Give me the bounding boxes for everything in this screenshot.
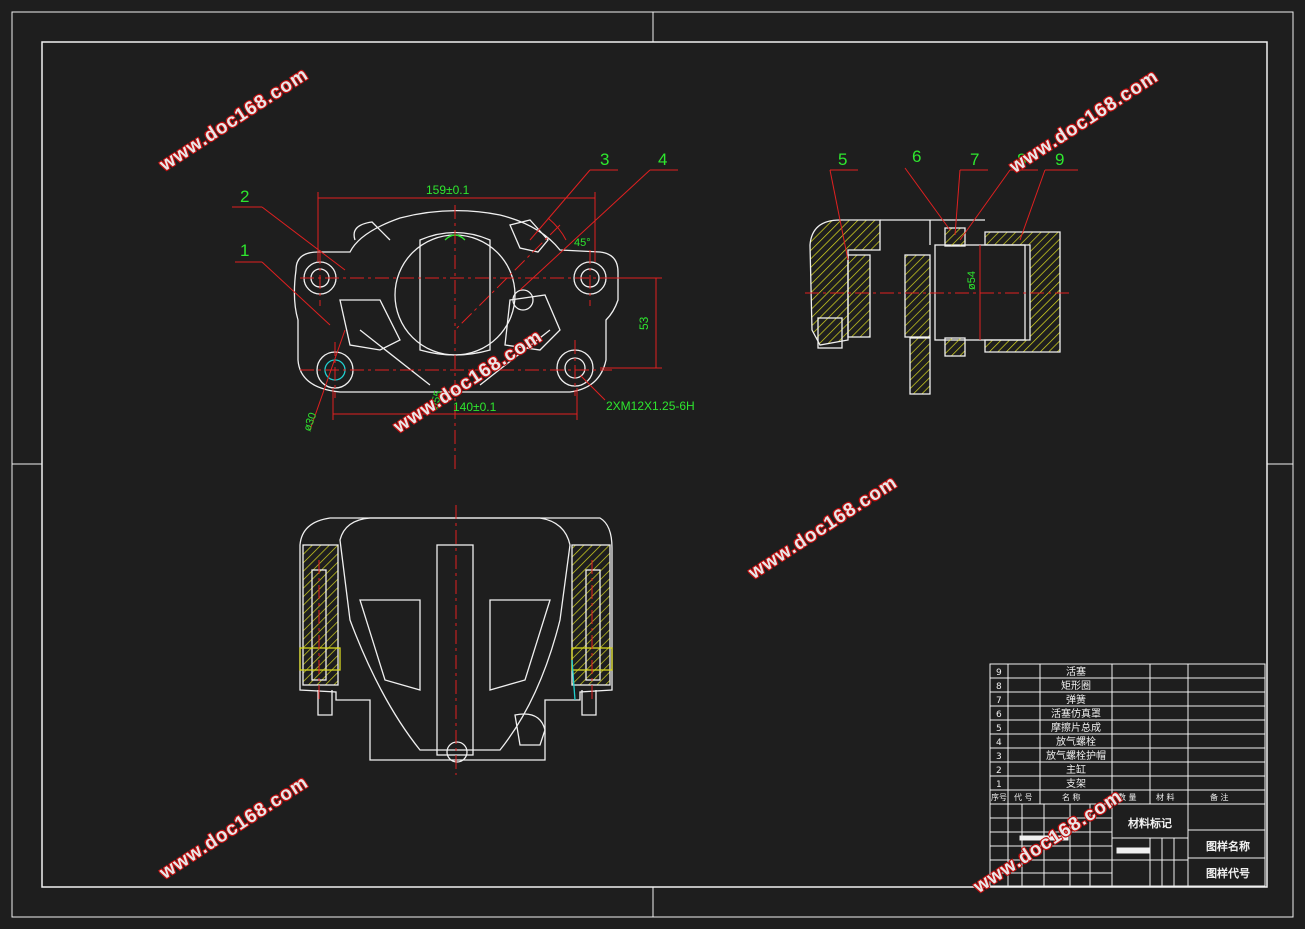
dim-140: 140±0.1 — [453, 400, 497, 414]
header-remark: 备 注 — [1210, 792, 1229, 802]
balloon-9: 9 — [1055, 150, 1064, 169]
part-name-9: 活塞 — [1066, 665, 1086, 678]
parts-list-header: 序号 代 号 名 称 数 量 材 料 备 注 — [991, 792, 1229, 802]
dim-30: ø30 — [302, 411, 320, 433]
part-name-7: 弹簧 — [1066, 693, 1086, 706]
dim-54: ø54 — [966, 271, 978, 290]
header-material: 材 料 — [1156, 792, 1175, 802]
part-name-4: 放气螺栓 — [1056, 735, 1096, 748]
part-no-1: 1 — [996, 780, 1002, 790]
drawing-code: 图样代号 — [1206, 866, 1250, 880]
balloon-3: 3 — [600, 150, 609, 169]
header-name: 名 称 — [1062, 792, 1081, 802]
front-centerlines — [300, 205, 620, 470]
section-leaders — [829, 167, 1078, 340]
part-name-1: 支架 — [1066, 778, 1086, 790]
front-dimension-lines — [232, 169, 678, 431]
dim-45: 45° — [574, 237, 591, 249]
balloon-2: 2 — [240, 187, 249, 206]
part-no-9: 9 — [996, 668, 1002, 678]
part-no-6: 6 — [996, 710, 1002, 720]
thread-spec: 2XM12X1.25-6H — [606, 399, 695, 413]
material-mark: 材料标记 — [1128, 816, 1172, 830]
header-qty: 数 量 — [1118, 792, 1137, 802]
part-name-6: 活塞仿真罩 — [1051, 707, 1101, 720]
dim-55: ø55 — [428, 389, 445, 410]
dim-53: 53 — [637, 316, 651, 330]
balloon-6: 6 — [912, 147, 921, 166]
part-no-7: 7 — [996, 696, 1002, 706]
part-no-2: 2 — [996, 766, 1002, 776]
part-no-3: 3 — [996, 752, 1002, 762]
part-name-5: 摩擦片总成 — [1051, 721, 1101, 734]
top-centerlines — [318, 505, 593, 775]
header-code: 代 号 — [1014, 792, 1033, 802]
balloon-7: 7 — [970, 150, 979, 169]
title-block-grid — [989, 803, 1266, 887]
balloon-5: 5 — [838, 150, 847, 169]
parts-list-names: 活塞 矩形圈 弹簧 活塞仿真罩 摩擦片总成 放气螺栓 放气螺栓护帽 主缸 支架 — [1046, 665, 1106, 790]
part-no-4: 4 — [996, 738, 1002, 748]
balloon-8: 8 — [1017, 150, 1026, 169]
parts-list-numbers: 9 8 7 6 5 4 3 2 1 — [996, 668, 1002, 790]
part-name-2: 主缸 — [1066, 763, 1086, 776]
part-no-5: 5 — [996, 724, 1002, 734]
balloon-1: 1 — [240, 241, 249, 260]
balloon-4: 4 — [658, 150, 667, 169]
part-no-8: 8 — [996, 682, 1002, 692]
front-view — [293, 210, 619, 393]
frame-center-marks — [12, 12, 1293, 917]
header-seq: 序号 — [991, 792, 1007, 802]
part-name-8: 矩形圈 — [1061, 679, 1091, 692]
part-name-3: 放气螺栓护帽 — [1046, 749, 1106, 762]
dim-159: 159±0.1 — [426, 183, 470, 197]
section-view — [809, 219, 1061, 395]
top-view — [299, 517, 613, 763]
drawing-name: 图样名称 — [1206, 839, 1250, 853]
parts-list-grid — [989, 663, 1266, 805]
